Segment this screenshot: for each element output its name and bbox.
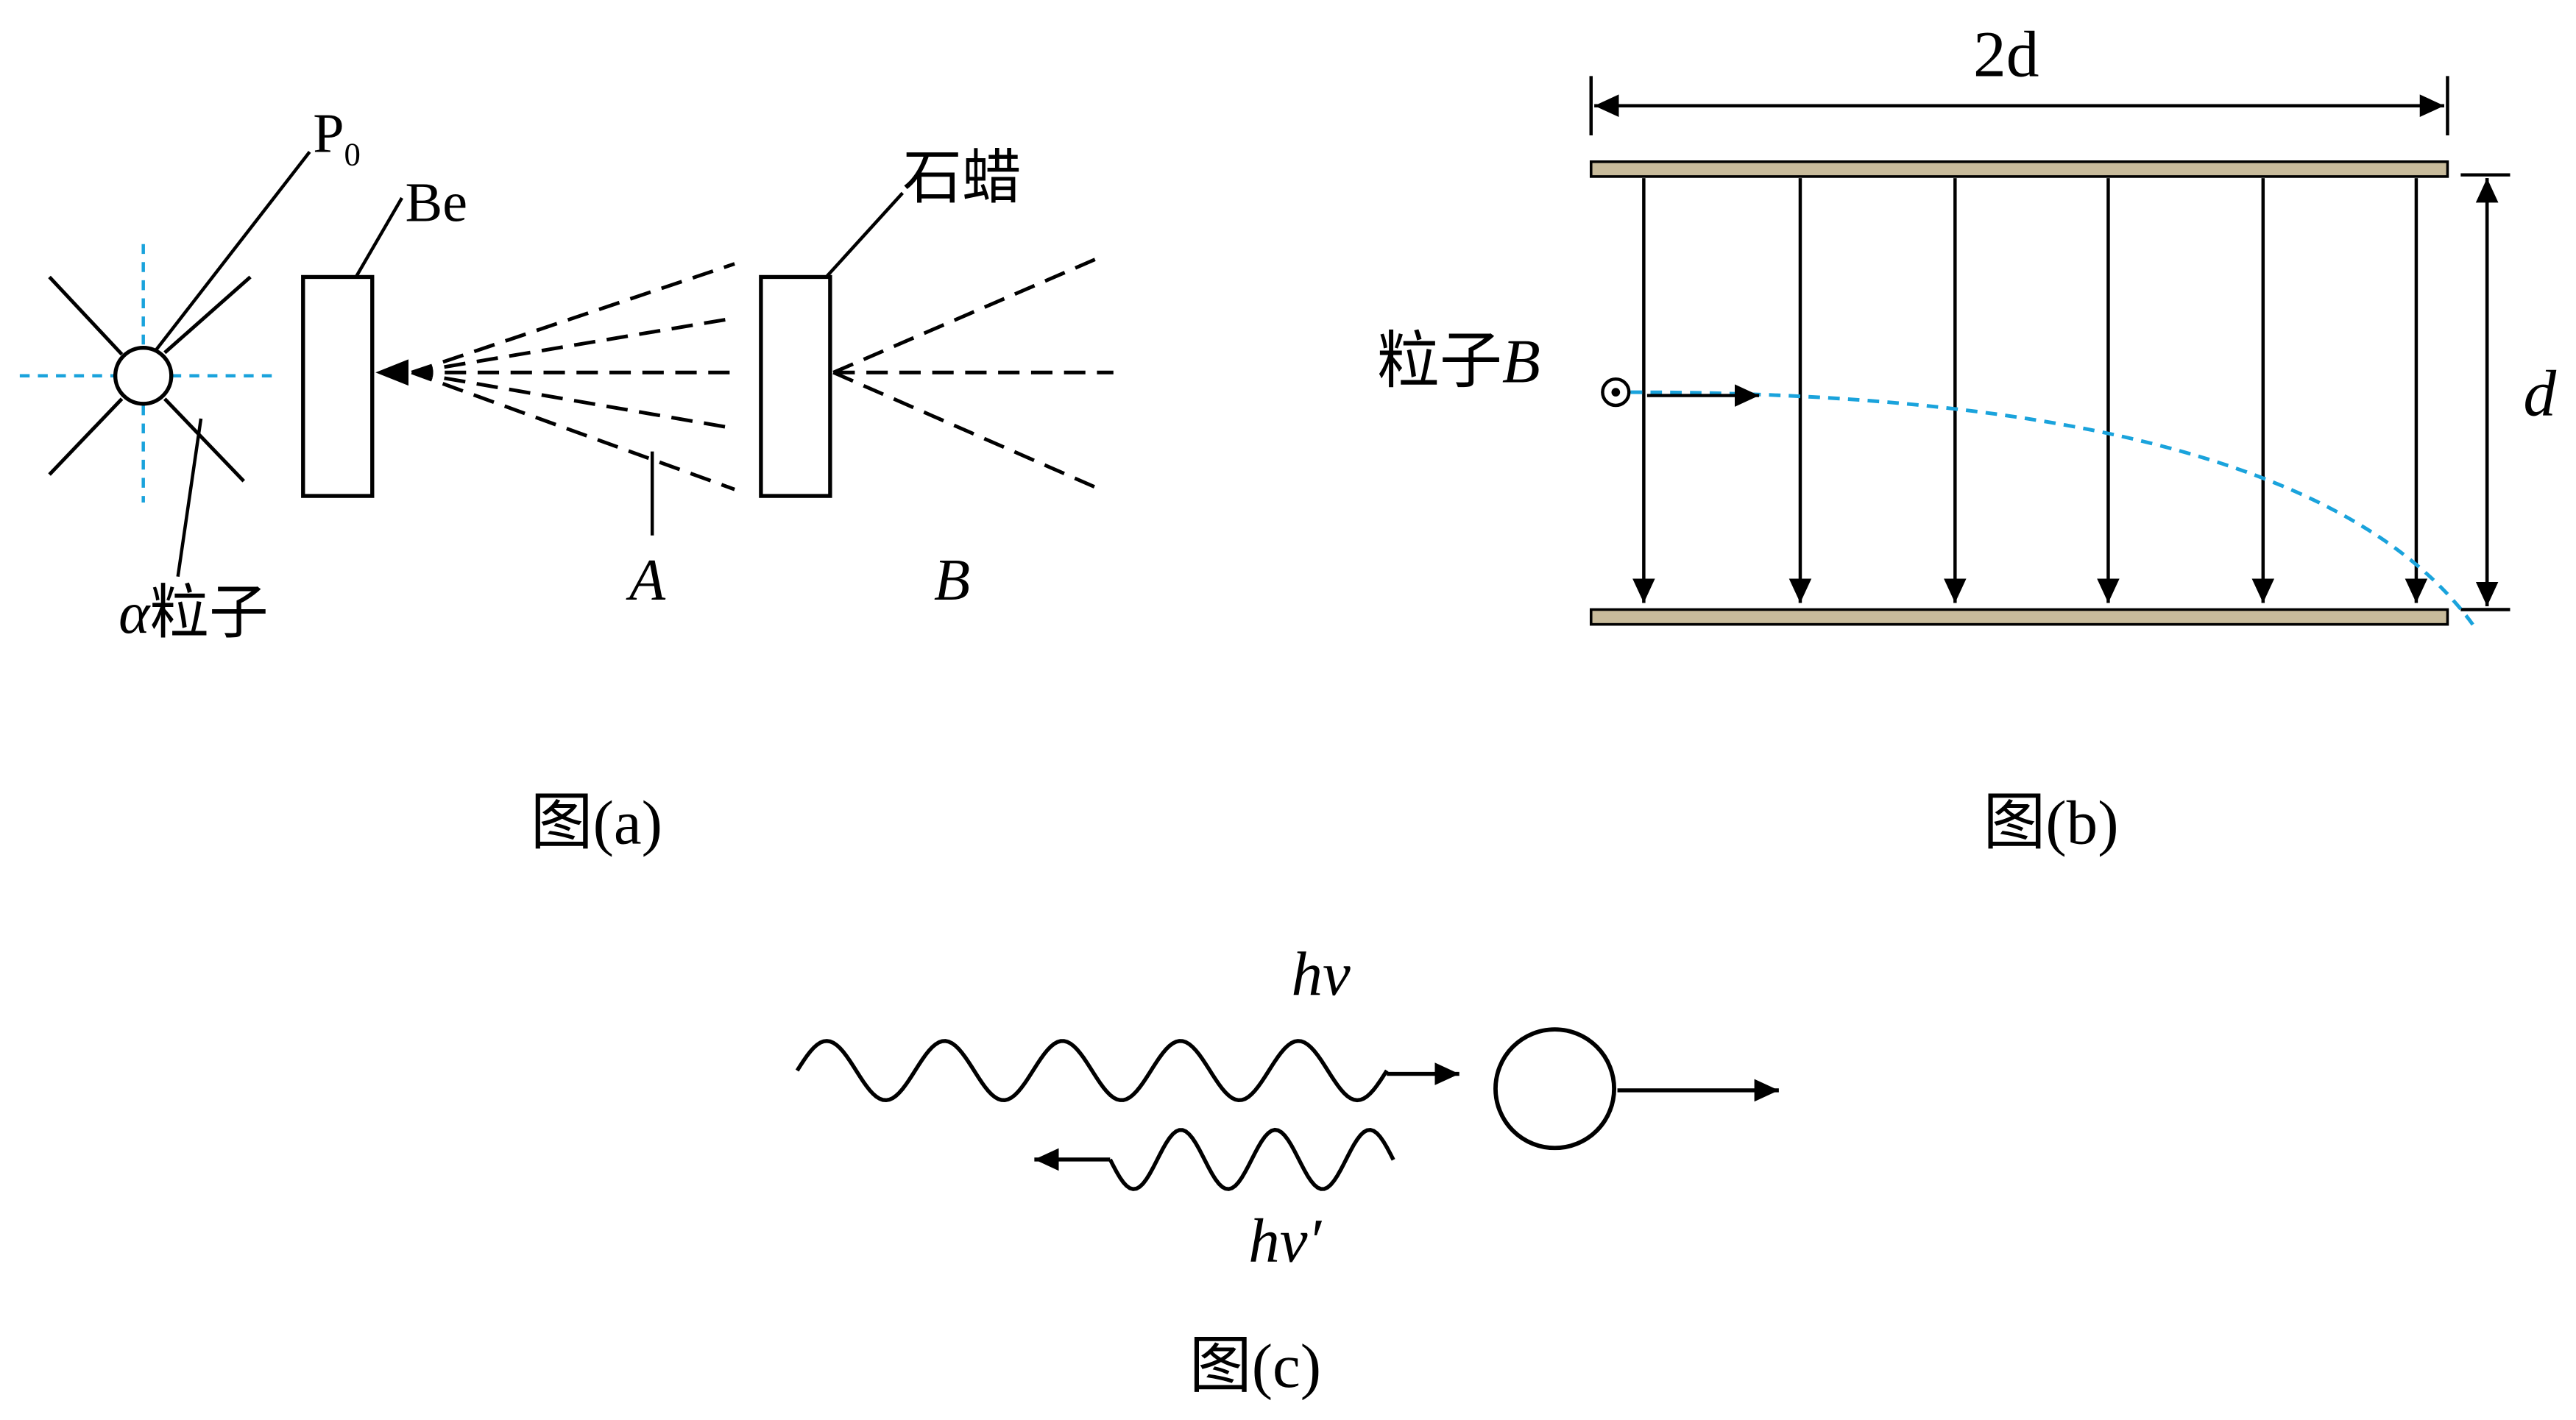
source-crosshair: [19, 244, 280, 503]
figure-b-caption: 图(b): [1983, 788, 2118, 857]
scattered-photon-label: hν′: [1248, 1207, 1322, 1276]
height-label: d: [2523, 357, 2556, 430]
figure-c-caption: 图(c): [1189, 1332, 1321, 1401]
particle-b-label: 粒子B: [1377, 327, 1540, 397]
incident-photon-label: hν: [1291, 940, 1351, 1009]
figure-b: 2d d 粒子B: [1377, 18, 2557, 857]
width-dimension: [1589, 76, 2449, 135]
top-plate: [1589, 160, 2449, 178]
alpha-particle-label: α粒子: [118, 581, 268, 646]
particle-trajectory: [1630, 390, 2476, 628]
ray-b-lines: [832, 255, 1114, 491]
polonium-source: [113, 345, 174, 406]
alpha-rays: [48, 275, 252, 483]
paraffin-label: 石蜡: [902, 146, 1021, 211]
figure-a: P0 Be 石蜡 α粒子 A B 图(a): [19, 102, 1114, 857]
figure-a-caption: 图(a): [531, 788, 662, 857]
width-label: 2d: [1973, 18, 2039, 90]
ray-a-lines: [411, 262, 735, 491]
paraffin-block: [759, 274, 832, 498]
particle-b: [1601, 377, 1631, 408]
scattered-photon-wave: [1108, 1127, 1395, 1191]
incident-arrowhead: [375, 359, 408, 386]
source-label: P0: [313, 102, 361, 172]
ray-b-label: B: [934, 547, 970, 613]
ray-a-label: A: [626, 547, 666, 613]
height-dimension: [2460, 173, 2510, 611]
electric-field-lines: [1632, 178, 2428, 603]
beryllium-target: [301, 274, 375, 498]
bottom-plate: [1589, 608, 2449, 626]
target-label: Be: [406, 171, 468, 233]
figure-c: hν hν′ 图(c): [795, 940, 1779, 1401]
incident-photon-wave: [795, 1039, 1389, 1103]
electron: [1493, 1027, 1617, 1151]
